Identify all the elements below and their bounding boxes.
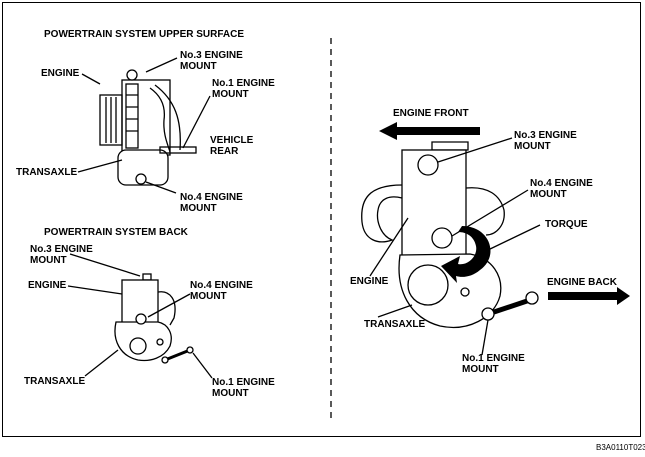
back-engine-label: ENGINE — [28, 280, 67, 291]
engine-front-arrow — [379, 122, 480, 140]
engine-back-arrow — [548, 287, 630, 305]
torque-label: TORQUE — [545, 219, 588, 230]
main-no3-mount — [417, 154, 439, 176]
upper-no4-mount-label: No.4 ENGINE MOUNT — [180, 192, 243, 214]
upper-view-powertrain — [77, 57, 211, 194]
back-no3-mount-label: No.3 ENGINE MOUNT — [30, 244, 93, 266]
main-no4-mount-label: No.4 ENGINE MOUNT — [530, 178, 593, 200]
back-no1-mount-rod — [164, 348, 191, 362]
engine-front-label: ENGINE FRONT — [393, 108, 469, 119]
upper-surface-title: POWERTRAIN SYSTEM UPPER SURFACE — [44, 29, 245, 40]
engine-back-label: ENGINE BACK — [547, 277, 618, 288]
back-no1-mount-label: No.1 ENGINE MOUNT — [212, 377, 275, 399]
main-no3-mount-label: No.3 ENGINE MOUNT — [514, 130, 577, 152]
back-view-powertrain — [67, 253, 213, 379]
main-no1-mount-label: No.1 ENGINE MOUNT — [462, 353, 525, 375]
figure-code: B3A0110T023 — [596, 443, 645, 452]
upper-no3-mount-label: No.3 ENGINE MOUNT — [180, 50, 243, 72]
main-engine-label: ENGINE — [350, 276, 389, 287]
main-no4-mount — [431, 227, 453, 249]
upper-no4-mount — [135, 173, 147, 185]
back-no4-mount — [135, 313, 147, 325]
upper-no1-mount-rod — [159, 146, 197, 154]
figure-frame — [2, 2, 641, 437]
upper-engine-label: ENGINE — [41, 68, 80, 79]
main-transaxle-label: TRANSAXLE — [364, 319, 426, 330]
back-transaxle-label: TRANSAXLE — [24, 376, 86, 387]
torque-arrow — [441, 226, 491, 283]
upper-transaxle-label: TRANSAXLE — [16, 167, 78, 178]
vehicle-rear-label: VEHICLE REAR — [210, 135, 254, 157]
back-no4-mount-label: No.4 ENGINE MOUNT — [190, 280, 253, 302]
upper-no1-mount-label: No.1 ENGINE MOUNT — [212, 78, 275, 100]
main-no1-mount-rod — [487, 297, 531, 317]
upper-no3-mount — [126, 69, 138, 81]
back-view-title: POWERTRAIN SYSTEM BACK — [44, 227, 188, 238]
